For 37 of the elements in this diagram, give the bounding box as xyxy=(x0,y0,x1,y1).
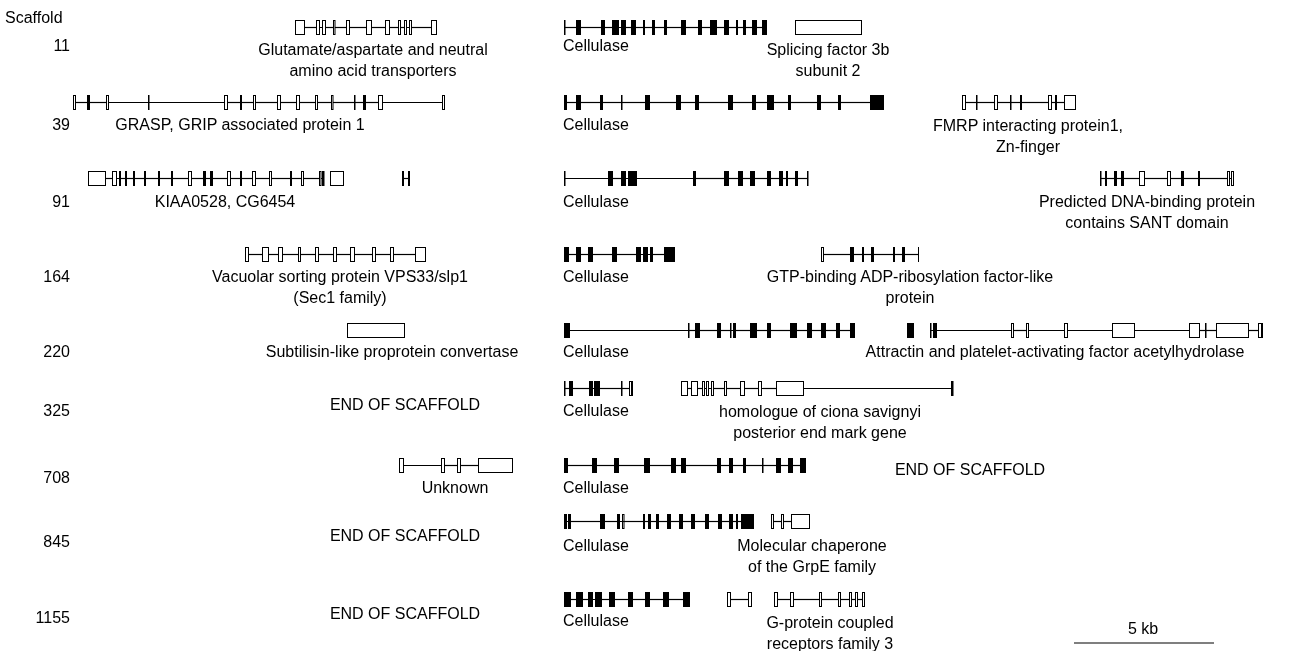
scaffold-number: 1155 xyxy=(35,608,70,628)
gene-label: homologue of ciona savignyi posterior end mark gene xyxy=(719,402,921,443)
gene-label: Unknown xyxy=(421,478,489,498)
gene-label: GTP-binding ADP-ribosylation factor-like protein xyxy=(766,267,1054,308)
gene-label: Cellulase xyxy=(563,478,629,498)
gene-label: Cellulase xyxy=(563,36,629,56)
end-of-scaffold-note: END OF SCAFFOLD xyxy=(329,604,481,624)
gene-label: Vacuolar sorting protein VPS33/slp1 (Sec1 family) xyxy=(212,267,468,308)
gene-label: Cellulase xyxy=(563,115,629,135)
gene-label: Splicing factor 3b subunit 2 xyxy=(766,40,890,81)
column-header: Scaffold xyxy=(5,8,63,28)
gene-label: Cellulase xyxy=(563,401,629,421)
gene-label: Molecular chaperone of the GrpE family xyxy=(737,536,887,577)
scaffold-number: 220 xyxy=(43,342,70,362)
scaffold-number: 91 xyxy=(52,192,70,212)
gene-label: Cellulase xyxy=(563,342,629,362)
gene-label: Subtilisin-like proprotein convertase xyxy=(265,342,519,362)
gene-label: KIAA0528, CG6454 xyxy=(154,192,296,212)
scaffold-number: 39 xyxy=(52,115,70,135)
scaffold-number: 11 xyxy=(53,36,70,56)
scaffold-number: 845 xyxy=(43,532,70,552)
gene-label: Attractin and platelet-activating factor acetylhydrolase xyxy=(865,342,1245,362)
gene-label: FMRP interacting protein1, Zn-finger xyxy=(933,116,1123,157)
gene-label: Cellulase xyxy=(563,611,629,631)
scale-label: 5 kb xyxy=(1127,619,1159,639)
gene-label: GRASP, GRIP associated protein 1 xyxy=(115,115,365,135)
end-of-scaffold-note: END OF SCAFFOLD xyxy=(329,526,481,546)
end-of-scaffold-note: END OF SCAFFOLD xyxy=(329,395,481,415)
gene-label: Predicted DNA-binding protein contains SANT domain xyxy=(1038,192,1256,233)
scaffold-number: 708 xyxy=(43,468,70,488)
end-of-scaffold-note: END OF SCAFFOLD xyxy=(894,460,1046,480)
gene-label: Cellulase xyxy=(563,267,629,287)
gene-label: Cellulase xyxy=(563,536,629,556)
scaffold-number: 164 xyxy=(43,267,70,287)
gene-label: Cellulase xyxy=(563,192,629,212)
gene-label: Glutamate/aspartate and neutral amino acid transporters xyxy=(258,40,488,81)
scaffold-number: 325 xyxy=(43,401,70,421)
